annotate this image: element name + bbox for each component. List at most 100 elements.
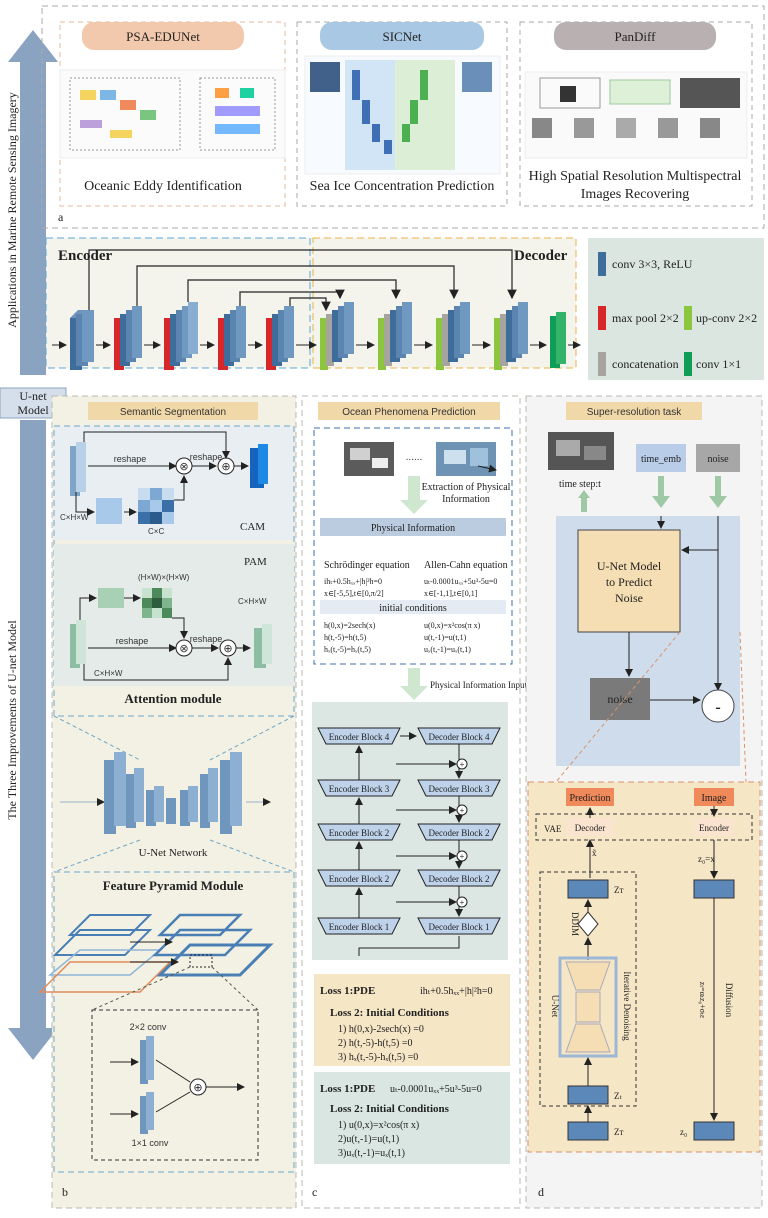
pam-matrix [142,588,172,618]
time-step-label: time step:t [559,479,601,490]
fpm-conv11: 1×1 conv [132,1138,169,1148]
vae-label: VAE [544,824,562,834]
loss-b-item-0: 1) u(0,x)=x²cos(π x) [338,1120,419,1131]
cam-cc: C×C [148,527,164,536]
panel-b: Semantic Segmentation reshape ⊗ reshape … [38,395,297,1209]
fpm-conv22: 2×2 conv [130,1022,167,1032]
legend-upconv-swatch [684,306,692,330]
caption-sea-ice: Sea Ice Concentration Prediction [310,179,495,194]
caption-pandiff-2: Images Recovering [581,187,689,202]
legend-concat: concatenation [612,357,679,371]
ddim-diamond-icon [577,911,599,937]
model-l1: U-Net Model [597,559,662,573]
loss-a-l2: Loss 2: Initial Conditions [330,1007,450,1019]
skip-connections [88,249,517,312]
encoder-block-4: Encoder Block 4 [329,732,390,742]
unet-network-graphic [60,752,271,834]
encoder-decoder-stack [317,727,501,935]
badge-psa-edunet-label: PSA-EDUNet [126,29,200,44]
unet-block-enc5 [266,306,294,370]
cam-chw: C×H×W [60,513,89,522]
unet-block-enc2 [114,306,142,370]
loss-a-l1: Loss 1:PDE [320,985,375,997]
unet-block-enc1 [70,310,94,370]
satellite-images [344,442,497,476]
phys-input-label: Physical Information Input [430,680,527,690]
initial-label: initial conditions [379,603,447,614]
svg-text:⊕: ⊕ [221,461,230,473]
noise-box-label: noise [607,692,632,706]
z0-low-label: z₀ [680,1127,687,1137]
ic-u-2: uₓ(t,-1)=uₓ(t,1) [424,645,471,654]
loss-a-item-0: 1) h(0,x)-2sech(x) =0 [338,1024,424,1035]
panel-a-letter: a [58,210,64,224]
svg-text:⊕: ⊕ [193,1082,202,1094]
pam-chw-left: C×H×W [94,669,123,678]
unet-hourglass [558,956,618,1058]
panel-b-letter: b [62,1185,68,1199]
cam-label: CAM [240,521,265,533]
svg-text:+: + [460,852,465,861]
pandiff-thumbnail [524,71,748,159]
z0-label: z₀=x [698,854,715,864]
loss-a-item-2: 3) hₓ(t,-5)-hₓ(t,5) =0 [338,1052,418,1063]
cam-reshape-1: reshape [114,454,147,464]
badge-psa-edunet [82,22,244,50]
loss-b-item-2: 3)uₓ(t,-1)=uₓ(t,1) [338,1148,405,1159]
model-l2: to Predict [606,575,653,589]
ic-h-2: hₓ(t,-5)=hₓ(t,5) [324,645,371,654]
fpm-graphic [38,913,274,1011]
pam-chw-right: C×H×W [238,597,267,606]
legend-maxpool-swatch [598,306,606,330]
panel-c: Ocean Phenomena Prediction ...... Extrac… [301,395,527,1209]
svg-text:⊗: ⊗ [179,461,188,473]
unet-model-label-1: U-net [19,389,47,403]
unet-vertical-label: U-Net [550,995,560,1018]
down-arrow-icon [400,668,428,700]
decoder-block-2a: Decoder Block 2 [429,828,490,838]
pam-label: PAM [244,556,267,568]
encoder-block-3: Encoder Block 3 [329,784,390,794]
badge-sicnet [320,22,484,50]
image-label: Image [702,793,728,804]
pam-reshape-1: reshape [116,636,149,646]
panel-a: PSA-EDUNet Oceanic Eddy Identification S… [41,5,765,229]
minus-icon [701,689,735,723]
legend-concat-swatch [598,352,606,376]
svg-text:+: + [460,898,465,907]
eq2-dom: x∈[-1,1],t∈[0,1] [424,589,478,598]
panel-c-title: Ocean Phenomena Prediction [342,407,475,418]
applications-label: Applications in Marine Remote Sensing Im… [5,92,19,328]
unet-network-label: U-Net Network [139,847,208,859]
model-l3: Noise [615,591,643,605]
unet-model-label-2: Model [17,403,49,417]
ic-h-0: h(0,x)=2sech(x) [324,621,376,630]
loss-b-l1: Loss 1:PDE [320,1083,375,1095]
loss-a-l1-eq: ihₜ+0.5hₓₓ+|h|²h=0 [420,986,492,997]
plus-icons: + + + + [456,758,468,908]
encoder-title: Encoder [58,248,113,264]
encoder-block-1: Encoder Block 1 [329,922,389,932]
zt-formula-label: zₜ=αₜz₀+σₜε [698,982,707,1019]
decoder-title: Decoder [514,248,568,264]
x-hat-label: x̃ [592,848,597,858]
unet-block-dec1 [320,302,354,370]
decoder-block-4: Decoder Block 4 [429,732,490,742]
svg-text:⊗: ⊗ [179,643,188,655]
zt-label: Zₜ [614,1091,622,1101]
pam-hwhw: (H×W)×(H×W) [138,573,190,582]
zT-bottom-label: Zᴛ [614,1127,623,1137]
minus-label: - [715,699,720,716]
dots: ...... [406,452,423,463]
eq1-dom: x∈[-5,5],t∈[0,π/2] [324,589,384,598]
ic-h-1: h(t,-5)=h(t,5) [324,633,367,642]
block-arrows [355,732,463,956]
unet-legend: conv 3×3, ReLU max pool 2×2 up-conv 2×2 … [588,238,764,380]
unet-block-enc3 [164,302,198,370]
ic-u-1: u(t,-1)=u(t,1) [424,633,467,642]
vae-decoder-label: Decoder [575,823,605,833]
legend-conv1: conv 1×1 [696,357,741,371]
noise-top-label: noise [707,454,729,465]
pam-reshape-2: reshape [190,634,223,644]
diffusion-label: Diffusion [724,983,734,1018]
